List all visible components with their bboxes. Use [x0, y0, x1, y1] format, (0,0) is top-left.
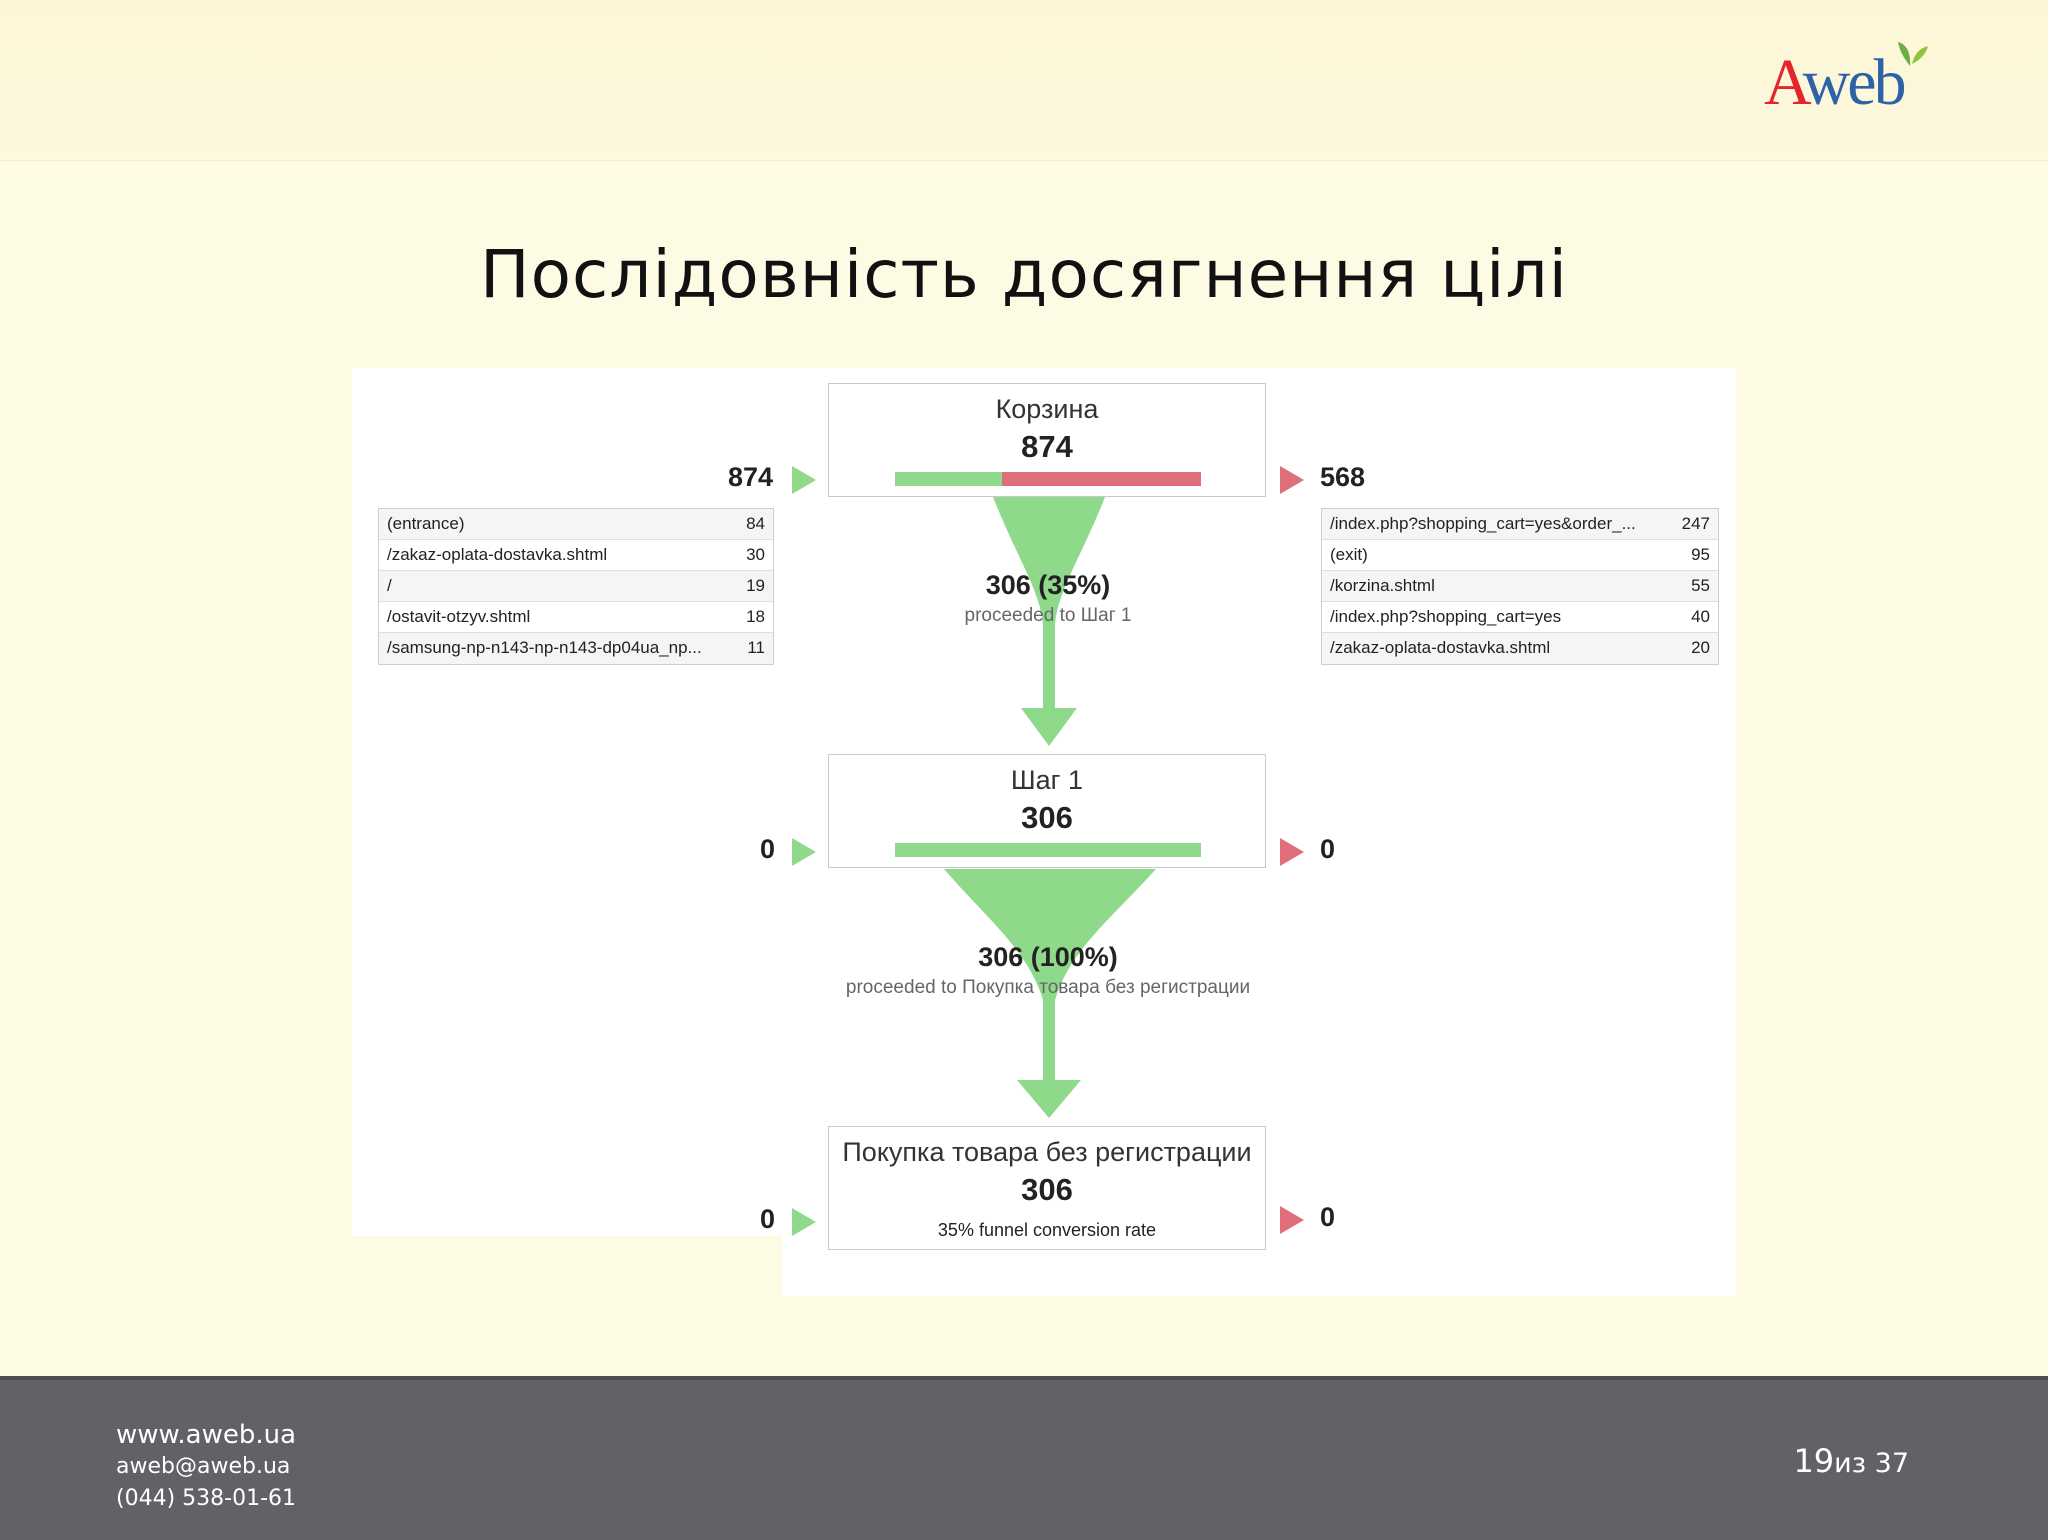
step-name: Корзина — [995, 394, 1099, 424]
row-path: /samsung-np-n143-np-n143-dp04ua_np... — [387, 638, 702, 657]
exit-arrow-icon — [1280, 1206, 1304, 1234]
row-value: 11 — [747, 638, 765, 657]
footer-email[interactable]: aweb@aweb.ua — [116, 1454, 291, 1479]
row-value: 95 — [1691, 545, 1710, 564]
row-path: /ostavit-otzyv.shtml — [387, 607, 531, 626]
table-row[interactable]: /zakaz-oplata-dostavka.shtml 30 — [379, 540, 773, 571]
table-row[interactable]: /zakaz-oplata-dostavka.shtml 20 — [1322, 633, 1718, 664]
row-path: /zakaz-oplata-dostavka.shtml — [1330, 638, 1551, 657]
funnel-conversion-rate: 35% funnel conversion rate — [937, 1220, 1157, 1240]
table-row[interactable]: / 19 — [379, 571, 773, 602]
slide-title: Послідовність досягнення цілі — [479, 236, 1569, 313]
leaf-icon — [1898, 42, 1928, 66]
exit-arrow-icon — [1280, 838, 1304, 866]
exit-destinations-table: /index.php?shopping_cart=yes&order_... 24… — [1321, 508, 1719, 665]
entries-count: 0 — [760, 1204, 776, 1234]
step-count: 306 — [1021, 800, 1073, 835]
table-row[interactable]: (entrance) 84 — [379, 509, 773, 540]
row-value: 30 — [746, 545, 765, 564]
funnel-shape-2 — [944, 869, 1156, 1118]
funnel-step-purchase: Покупка товара без регистрации 306 35% f… — [828, 1126, 1266, 1250]
entries-count: 0 — [760, 834, 776, 864]
bar-continued-segment — [895, 472, 1002, 486]
row-value: 55 — [1691, 576, 1710, 595]
step-name: Покупка товара без регистрации — [842, 1137, 1252, 1167]
footer-website[interactable]: www.aweb.ua — [116, 1420, 297, 1450]
row-path: /index.php?shopping_cart=yes&order_... — [1330, 514, 1636, 533]
row-path: (exit) — [1330, 545, 1368, 564]
header-band — [0, 0, 2048, 161]
row-value: 247 — [1681, 514, 1710, 533]
exits-count: 568 — [1320, 462, 1366, 492]
page-number: 19из 37 — [1793, 1442, 1909, 1480]
row-path: (entrance) — [387, 514, 465, 533]
step-name: Шаг 1 — [1010, 765, 1084, 795]
table-row[interactable]: /samsung-np-n143-np-n143-dp04ua_np... 11 — [379, 633, 773, 664]
aweb-logo: Aweb — [1764, 48, 1934, 118]
page-current: 19 — [1793, 1442, 1835, 1480]
entry-arrow-icon — [792, 1208, 816, 1236]
row-value: 20 — [1691, 638, 1710, 657]
logo-letters-web: web — [1802, 46, 1907, 119]
exits-count: 0 — [1320, 1202, 1336, 1232]
page-total: из 37 — [1834, 1448, 1909, 1479]
table-row[interactable]: (exit) 95 — [1322, 540, 1718, 571]
transition-count: 306 (35%) — [985, 570, 1111, 600]
step-progress-bar — [895, 843, 1201, 857]
entry-sources-table: (entrance) 84 /zakaz-oplata-dostavka.shtm… — [378, 508, 774, 665]
step-progress-bar — [895, 472, 1201, 486]
footer: www.aweb.ua aweb@aweb.ua (044) 538-01-61… — [0, 1376, 2048, 1540]
table-row[interactable]: /index.php?shopping_cart=yes 40 — [1322, 602, 1718, 633]
footer-phone: (044) 538-01-61 — [116, 1486, 297, 1511]
funnel-step-cart: Корзина 874 — [828, 383, 1266, 497]
table-row[interactable]: /index.php?shopping_cart=yes&order_... 24… — [1322, 509, 1718, 540]
bar-exit-segment — [1002, 472, 1201, 486]
table-row[interactable]: /korzina.shtml 55 — [1322, 571, 1718, 602]
row-path: /index.php?shopping_cart=yes — [1330, 607, 1562, 626]
transition-text: proceeded to Шаг 1 — [964, 605, 1132, 626]
step-count: 306 — [1021, 1172, 1073, 1207]
row-value: 19 — [746, 576, 765, 595]
step-count: 874 — [1021, 429, 1073, 464]
row-path: /korzina.shtml — [1330, 576, 1435, 595]
transition-count: 306 (100%) — [978, 942, 1118, 972]
transition-label-1: 306 (35%) proceeded to Шаг 1 — [782, 570, 1314, 627]
entry-arrow-icon — [792, 838, 816, 866]
transition-text: proceeded to Покупка товара без регистра… — [845, 977, 1251, 998]
bar-continued-segment — [895, 843, 1201, 857]
entries-count: 874 — [728, 462, 774, 492]
exits-count: 0 — [1320, 834, 1336, 864]
row-path: /zakaz-oplata-dostavka.shtml — [387, 545, 608, 564]
funnel-step-1: Шаг 1 306 — [828, 754, 1266, 868]
transition-label-2: 306 (100%) proceeded to Покупка товара б… — [782, 942, 1314, 999]
row-value: 18 — [746, 607, 765, 626]
funnel-shape-1 — [993, 497, 1105, 746]
row-value: 40 — [1691, 607, 1710, 626]
entry-arrow-icon — [792, 466, 816, 494]
exit-arrow-icon — [1280, 466, 1304, 494]
row-value: 84 — [746, 514, 765, 533]
table-row[interactable]: /ostavit-otzyv.shtml 18 — [379, 602, 773, 633]
logo-letter-a: A — [1764, 46, 1806, 119]
row-path: / — [387, 576, 392, 595]
